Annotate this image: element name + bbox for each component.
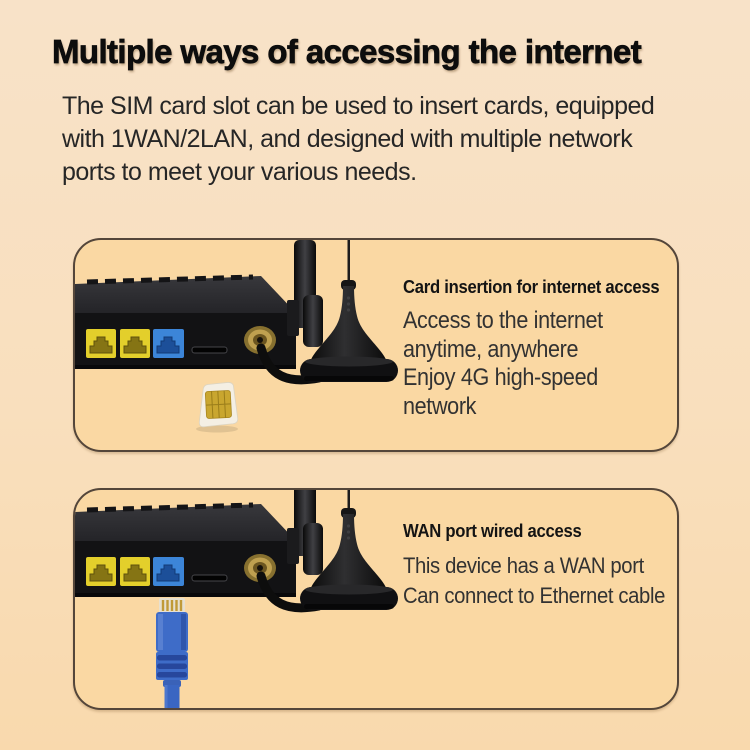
ethernet-cable-icon bbox=[156, 598, 188, 708]
card-sim-text: Card insertion for internet access Acces… bbox=[403, 276, 660, 421]
card-body-line: Access to the internet bbox=[403, 307, 603, 334]
card-heading: Card insertion for internet access bbox=[403, 276, 660, 297]
page-title: Multiple ways of accessing the internet bbox=[52, 33, 642, 71]
card-sim-insertion: Card insertion for internet access Acces… bbox=[73, 238, 679, 452]
card-body-line: network bbox=[403, 392, 477, 420]
intro-line: The SIM card slot can be used to insert … bbox=[62, 92, 655, 120]
router-sim-illustration bbox=[75, 240, 677, 433]
router-ethernet-illustration bbox=[75, 490, 677, 708]
card-body-line: Can connect to Ethernet cable bbox=[403, 583, 665, 608]
card-body-line: This device has a WAN port bbox=[403, 553, 644, 578]
intro-paragraph: The SIM card slot can be used to insert … bbox=[62, 90, 655, 189]
intro-line: ports to meet your various needs. bbox=[62, 158, 417, 186]
card-heading: WAN port wired access bbox=[403, 520, 582, 541]
card-wan-text: WAN port wired access This device has a … bbox=[403, 520, 665, 611]
intro-line: with 1WAN/2LAN, and designed with multip… bbox=[62, 125, 633, 153]
card-wan-wired: WAN port wired access This device has a … bbox=[73, 488, 679, 710]
card-body-line: anytime, anywhere bbox=[403, 335, 579, 363]
card-body-line: Enjoy 4G high-speed bbox=[403, 364, 598, 391]
sim-card-icon bbox=[196, 382, 239, 433]
